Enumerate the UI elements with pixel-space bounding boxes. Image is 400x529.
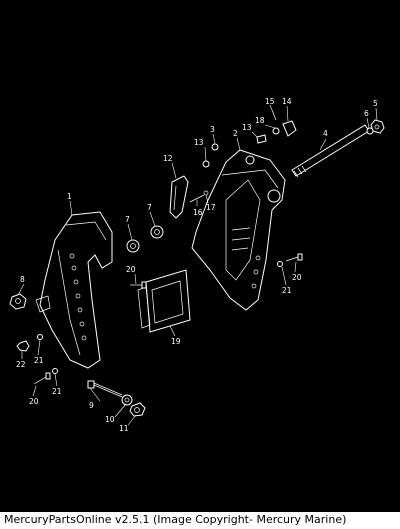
shaft-washer <box>366 127 374 135</box>
bolt-20-middle <box>130 281 147 289</box>
clamp-bracket-right <box>191 149 286 311</box>
callout-10: 10 <box>105 415 115 424</box>
callout-9: 9 <box>89 401 94 410</box>
callout-19: 19 <box>171 337 181 346</box>
washer-7-right <box>150 225 164 239</box>
nut-22 <box>16 340 30 352</box>
callout-21-left-lower: 21 <box>52 387 62 396</box>
callout-labels: 1 2 3 4 5 6 7 7 8 9 10 11 12 13 13 14 15… <box>16 97 378 433</box>
shaft-nut <box>370 119 385 134</box>
callout-6: 6 <box>364 109 369 118</box>
callout-14: 14 <box>282 97 292 106</box>
washer-21-left-upper <box>37 334 43 340</box>
bolt-20-right <box>285 253 303 262</box>
callout-11: 11 <box>119 424 129 433</box>
callout-13-upper: 13 <box>194 138 204 147</box>
washer-10 <box>121 394 133 406</box>
callout-15: 15 <box>265 97 275 106</box>
callout-20-middle: 20 <box>126 265 136 274</box>
callout-7-right: 7 <box>147 203 152 212</box>
callout-21-right: 21 <box>282 286 292 295</box>
bushing-3 <box>211 143 219 151</box>
tilt-tube-shaft <box>291 124 370 178</box>
callout-20-right: 20 <box>292 273 302 282</box>
callout-4: 4 <box>323 129 328 138</box>
callout-1: 1 <box>67 192 72 201</box>
nut-8 <box>9 293 27 310</box>
tilt-lock-lever <box>169 175 189 219</box>
callout-16: 16 <box>193 208 203 217</box>
washer-21-right <box>277 261 283 267</box>
callout-17: 17 <box>206 203 216 212</box>
callout-20-left: 20 <box>29 397 39 406</box>
exploded-parts-diagram: 1 2 3 4 5 6 7 7 8 9 10 11 12 13 13 14 15… <box>9 97 385 433</box>
spring-15 <box>271 109 277 121</box>
bolt-20-left <box>33 372 51 385</box>
clamp-bracket-left <box>35 211 113 369</box>
callout-7-left: 7 <box>125 215 130 224</box>
callout-21-left-upper: 21 <box>34 356 44 365</box>
bushing-13-right <box>256 134 267 144</box>
nut-18 <box>272 127 280 135</box>
callout-13-right: 13 <box>242 123 252 132</box>
leader-lines <box>17 104 378 426</box>
washer-7-left <box>126 239 140 253</box>
callout-3: 3 <box>210 125 215 134</box>
callout-12: 12 <box>163 154 173 163</box>
bolt-9 <box>87 380 123 398</box>
callout-8: 8 <box>20 275 25 284</box>
footer-text: MercuryPartsOnline v2.5.1 (Image Copyrig… <box>4 513 347 526</box>
callout-22: 22 <box>16 360 26 369</box>
callout-5: 5 <box>373 99 378 108</box>
clip-14 <box>282 120 297 137</box>
callout-18: 18 <box>255 116 265 125</box>
lever-pin <box>189 190 209 203</box>
nut-11 <box>129 402 146 417</box>
copyright-footer: MercuryPartsOnline v2.5.1 (Image Copyrig… <box>0 512 400 529</box>
washer-21-left-lower <box>52 368 58 374</box>
bracket-plate <box>137 269 191 333</box>
callout-2: 2 <box>233 129 238 138</box>
bushing-13-upper <box>202 160 210 168</box>
